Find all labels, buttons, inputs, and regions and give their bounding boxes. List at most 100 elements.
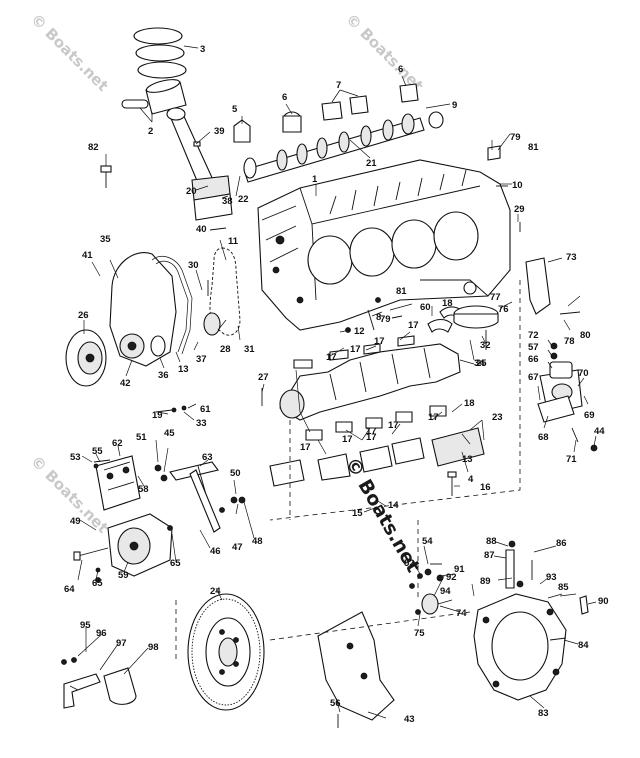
callout-18a: 18: [442, 298, 453, 309]
engine-block: [257, 159, 511, 331]
callout-36: 36: [158, 370, 169, 381]
callout-38: 38: [222, 196, 233, 207]
callout-72: 72: [528, 330, 539, 341]
callout-85: 85: [558, 582, 569, 593]
callout-62: 62: [112, 438, 123, 449]
callout-42: 42: [120, 378, 131, 389]
callout-34: 34: [474, 358, 485, 369]
main-bearings: [293, 306, 465, 441]
flywheel-housing: [473, 593, 567, 701]
callout-66: 66: [528, 354, 539, 365]
callout-17c: 17: [374, 336, 385, 347]
oil-seal: [150, 335, 166, 357]
callout-40: 40: [196, 224, 207, 235]
callout-65a: 65: [92, 578, 103, 589]
callout-25: 25: [476, 358, 487, 369]
callout-41: 41: [82, 250, 93, 261]
callout-71: 71: [566, 454, 577, 465]
hardware: [61, 145, 598, 728]
connecting-rod: [166, 107, 233, 221]
callout-19: 19: [152, 410, 163, 421]
callout-4: 4: [468, 474, 474, 485]
callout-2: 2: [148, 126, 153, 137]
callout-8: 8: [376, 312, 381, 323]
callout-33: 33: [196, 418, 207, 429]
cam-bearings: [233, 83, 444, 143]
callout-17j: 17: [366, 432, 377, 443]
callout-1: 1: [312, 174, 318, 185]
callout-90: 90: [598, 596, 609, 607]
guard-plate: [103, 667, 137, 705]
rear-seal-plate: [317, 611, 395, 721]
assembly-lines: [175, 280, 521, 660]
callout-17a: 17: [326, 352, 337, 363]
callout-91: 91: [454, 564, 465, 575]
piston: [121, 79, 187, 115]
watermark-top-right: © Boats.net: [342, 10, 427, 95]
callout-31: 31: [244, 344, 255, 355]
callout-67: 67: [528, 372, 539, 383]
callout-82: 82: [88, 142, 99, 153]
callout-48: 48: [252, 536, 263, 547]
callout-74: 74: [456, 608, 467, 619]
callout-26: 26: [78, 310, 89, 321]
callout-18b: 18: [464, 398, 475, 409]
callout-17b: 17: [350, 344, 361, 355]
callout-63: 63: [202, 452, 213, 463]
callout-13b: 13: [462, 454, 473, 465]
callout-51: 51: [136, 432, 147, 443]
callout-95: 95: [80, 620, 91, 631]
damper-pulley: [65, 329, 107, 387]
callout-96: 96: [96, 628, 107, 639]
callout-80: 80: [580, 330, 591, 341]
callout-17g: 17: [366, 426, 377, 437]
callout-92: 92: [446, 572, 457, 583]
callout-45: 45: [164, 428, 175, 439]
flywheel: [187, 593, 265, 711]
callout-79b: 79: [380, 314, 391, 325]
callout-73: 73: [566, 252, 577, 263]
callout-17f: 17: [342, 434, 353, 445]
callout-numbers: 1 2 3 4 5 6 6 7 8 9 10 11 12 13 13 14 15…: [64, 44, 609, 725]
callout-5: 5: [232, 104, 238, 115]
callout-83: 83: [538, 708, 549, 719]
callout-77: 77: [490, 292, 501, 303]
callout-50: 50: [230, 468, 241, 479]
callout-17d: 17: [408, 320, 419, 331]
callout-28: 28: [220, 344, 231, 355]
callout-23: 23: [492, 412, 503, 423]
callout-7: 7: [336, 80, 341, 91]
callout-17e: 17: [300, 442, 311, 453]
mount-bracket: [63, 673, 101, 709]
callout-56: 56: [330, 698, 341, 709]
callout-58: 58: [138, 484, 149, 495]
adjusting-strap: [169, 461, 221, 533]
crankshaft: [279, 343, 461, 421]
callout-60: 60: [420, 302, 431, 313]
cap-bolts: [447, 471, 457, 496]
callout-79a: 79: [510, 132, 521, 143]
watermark-top-left: © Boats.net: [27, 10, 112, 95]
callout-55: 55: [92, 446, 103, 457]
callout-98: 98: [148, 642, 159, 653]
callout-46: 46: [210, 546, 221, 557]
callout-86: 86: [556, 538, 567, 549]
callout-89: 89: [480, 576, 491, 587]
callout-35: 35: [100, 234, 111, 245]
callout-53: 53: [70, 452, 81, 463]
callout-30: 30: [188, 260, 199, 271]
callout-59: 59: [118, 570, 129, 581]
callout-17h: 17: [388, 420, 399, 431]
front-bracket: [95, 455, 141, 511]
callout-75: 75: [414, 628, 425, 639]
water-pump: [107, 513, 173, 577]
callout-9: 9: [452, 100, 457, 111]
callout-14: 14: [388, 500, 399, 511]
callout-29: 29: [514, 204, 525, 215]
callout-54: 54: [422, 536, 433, 547]
main-bearing-caps: [269, 427, 485, 487]
callout-61: 61: [200, 404, 211, 415]
callout-94: 94: [440, 586, 451, 597]
callout-12: 12: [354, 326, 365, 337]
